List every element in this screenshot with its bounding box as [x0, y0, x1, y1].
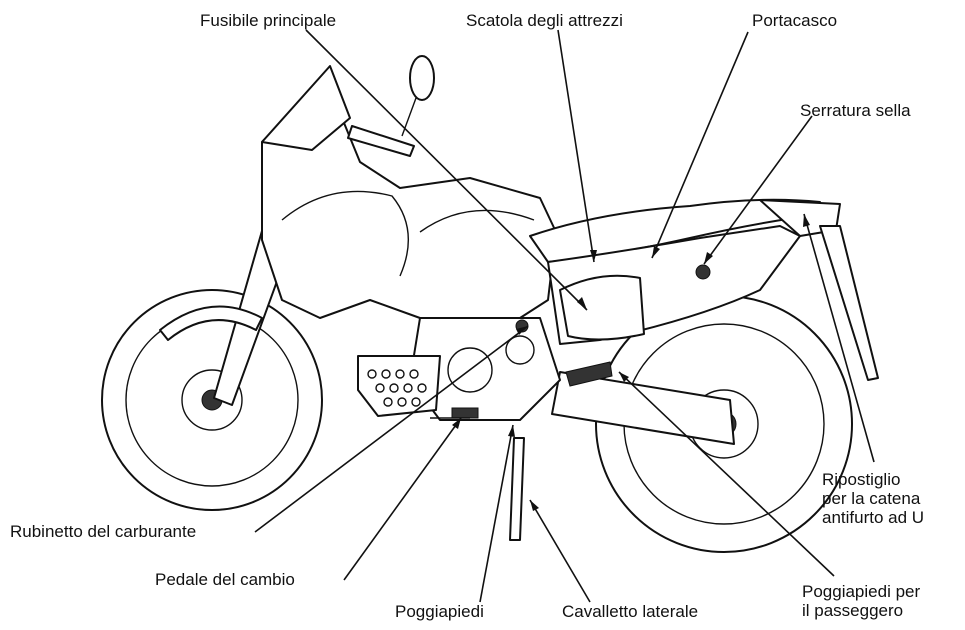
label-u-lock-storage-line-2: per la catena — [822, 489, 924, 508]
front-wheel — [102, 290, 322, 510]
seat-lock — [696, 265, 710, 279]
label-passenger-footpeg-line-2: il passeggero — [802, 601, 920, 620]
label-gear-pedal: Pedale del cambio — [155, 570, 295, 589]
label-passenger-footpeg: Poggiapiedi per il passeggero — [802, 582, 920, 620]
label-side-stand: Cavalletto laterale — [562, 602, 698, 621]
label-fuel-valve: Rubinetto del carburante — [10, 522, 196, 541]
label-u-lock-storage-line-1: Ripostiglio — [822, 470, 924, 489]
label-seat-lock: Serratura sella — [800, 101, 911, 120]
mirror — [410, 56, 434, 100]
label-helmet-holder: Portacasco — [752, 11, 837, 30]
mirror-stem — [402, 98, 416, 136]
label-main-fuse: Fusibile principale — [200, 11, 336, 30]
label-footpeg: Poggiapiedi — [395, 602, 484, 621]
side-stand — [510, 438, 524, 540]
label-passenger-footpeg-line-1: Poggiapiedi per — [802, 582, 920, 601]
tool-box-cover — [560, 276, 644, 340]
label-u-lock-storage-line-3: antifurto ad U — [822, 508, 924, 527]
rider-footpeg — [452, 408, 478, 418]
skid-plate — [358, 356, 440, 416]
label-u-lock-storage: Ripostiglio per la catena antifurto ad U — [822, 470, 924, 527]
label-tool-box: Scatola degli attrezzi — [466, 11, 623, 30]
